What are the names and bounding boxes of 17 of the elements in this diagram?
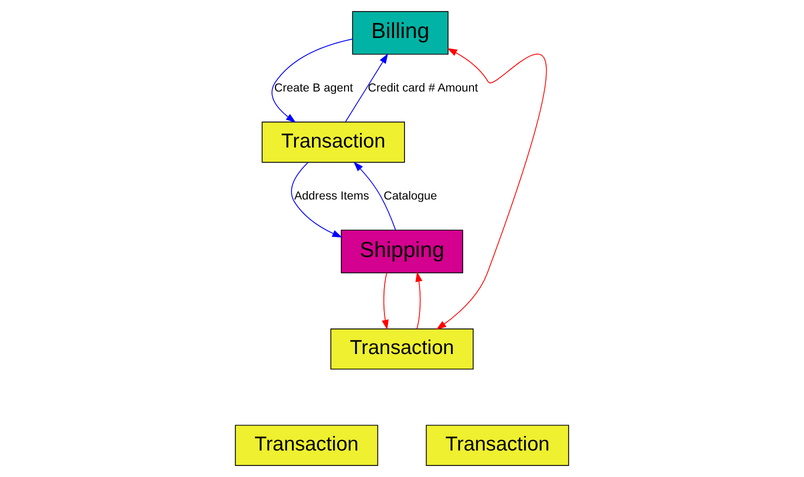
edge-label: Create B agent xyxy=(274,81,354,94)
arrow xyxy=(353,162,396,230)
arrow xyxy=(272,38,353,123)
node-box: Transaction xyxy=(426,424,570,466)
arrow xyxy=(415,272,422,330)
edge-label: Address Items xyxy=(294,189,370,202)
arrow xyxy=(382,272,389,330)
node-box: Transaction xyxy=(330,328,474,370)
node-box: Shipping xyxy=(340,230,464,274)
node-box: Billing xyxy=(352,11,448,55)
edge-label: Credit card # Amount xyxy=(368,81,478,94)
node-box: Transaction xyxy=(262,122,405,163)
arrow xyxy=(436,48,547,330)
arrow xyxy=(345,53,388,122)
edge-label: Catalogue xyxy=(384,189,438,202)
node-box: Transaction xyxy=(234,424,378,466)
arrow xyxy=(291,162,342,238)
